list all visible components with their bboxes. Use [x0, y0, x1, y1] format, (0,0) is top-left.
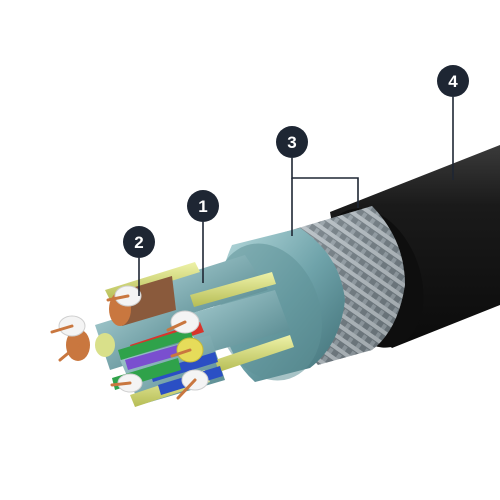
callout-4: 4 — [437, 65, 469, 97]
svg-text:2: 2 — [134, 233, 143, 252]
conductor-pins — [50, 294, 197, 400]
callout-2: 2 — [123, 226, 155, 258]
svg-text:3: 3 — [287, 133, 296, 152]
callout-1: 1 — [187, 190, 219, 222]
svg-text:4: 4 — [448, 72, 458, 91]
leader-lines — [138, 97, 454, 296]
twisted-pairs-bundle — [50, 255, 294, 407]
svg-text:1: 1 — [198, 197, 207, 216]
leader-line-3 — [291, 158, 359, 208]
callout-3: 3 — [276, 126, 308, 158]
